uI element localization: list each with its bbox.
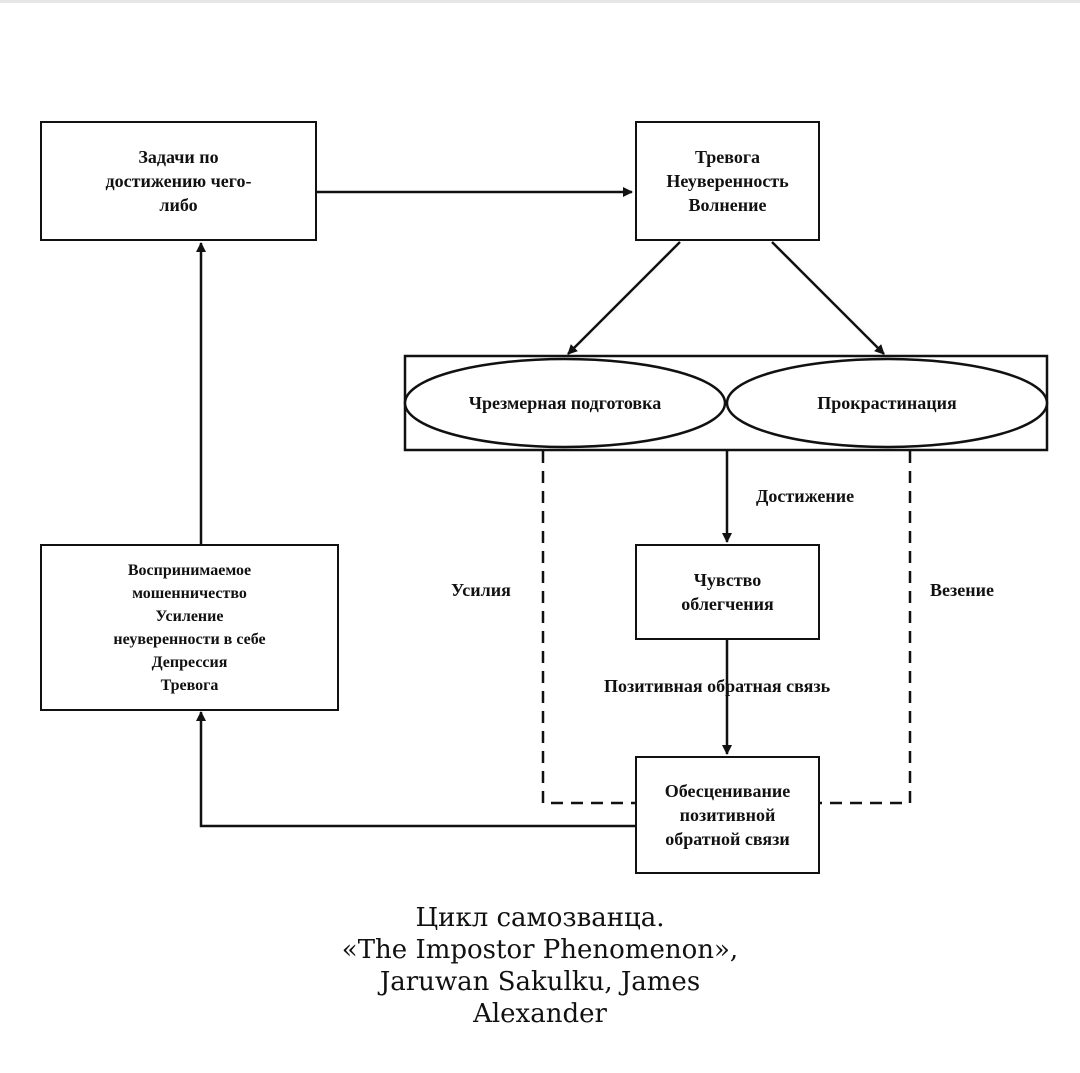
node-discounting-line: позитивной xyxy=(679,805,776,825)
node-perceived-line: мошенничество xyxy=(132,584,247,602)
node-relief-line: Чувство xyxy=(693,570,762,590)
node-anxiety-line: Тревога xyxy=(694,147,761,167)
caption-line: Alexander xyxy=(473,999,607,1029)
node-perceived-line: Усиление xyxy=(155,607,224,625)
node-tasks: Задачи по достижению чего- либо xyxy=(40,121,317,241)
node-tasks-line: достижению чего- xyxy=(105,171,252,191)
arrow-anxiety-to-overpreparation xyxy=(567,241,681,355)
node-anxiety: Тревога Неуверенность Волнение xyxy=(635,121,820,241)
diagram-caption: Цикл самозванца. «The Impostor Phenomeno… xyxy=(340,902,740,1030)
node-perceived-fraud: Воспринимаемое мошенничество Усиление не… xyxy=(40,544,339,711)
node-discounting: Обесценивание позитивной обратной связи xyxy=(635,756,820,874)
procrastination-ellipse xyxy=(725,357,1049,449)
edge-label-luck: Везение xyxy=(930,580,994,600)
node-relief-line: облегчения xyxy=(681,594,774,614)
overpreparation-label: Чрезмерная подготовка xyxy=(468,393,662,413)
edge-label-positive-feedback: Позитивная обратная связь xyxy=(604,676,831,696)
edge-label-achievement: Достижение xyxy=(756,486,855,506)
dashed-luck-path xyxy=(819,451,912,805)
procrastination-label: Прокрастинация xyxy=(817,393,957,413)
node-anxiety-line: Неуверенность xyxy=(666,171,789,191)
node-perceived-line: неуверенности в себе xyxy=(113,630,266,648)
node-tasks-line: Задачи по xyxy=(138,147,219,167)
node-tasks-line: либо xyxy=(159,195,198,215)
caption-line: Jaruwan Sakulku, James xyxy=(379,967,701,997)
arrow-discounting-to-perceived xyxy=(196,711,636,828)
dashed-effort-path xyxy=(541,451,636,805)
node-discounting-line: обратной связи xyxy=(665,829,790,849)
arrow-anxiety-to-procrastination xyxy=(771,241,885,355)
node-relief: Чувство облегчения xyxy=(635,544,820,640)
top-divider xyxy=(0,0,1080,3)
node-perceived-line: Тревога xyxy=(160,676,219,694)
node-discounting-line: Обесценивание xyxy=(664,781,791,801)
node-perceived-line: Воспринимаемое xyxy=(127,561,252,579)
overpreparation-ellipse xyxy=(403,357,727,449)
node-perceived-line: Депрессия xyxy=(151,653,228,671)
node-anxiety-line: Волнение xyxy=(688,195,767,215)
edge-label-effort: Усилия xyxy=(451,580,511,600)
caption-line: «The Impostor Phenomenon», xyxy=(341,935,739,965)
caption-line: Цикл самозванца. xyxy=(415,903,665,933)
